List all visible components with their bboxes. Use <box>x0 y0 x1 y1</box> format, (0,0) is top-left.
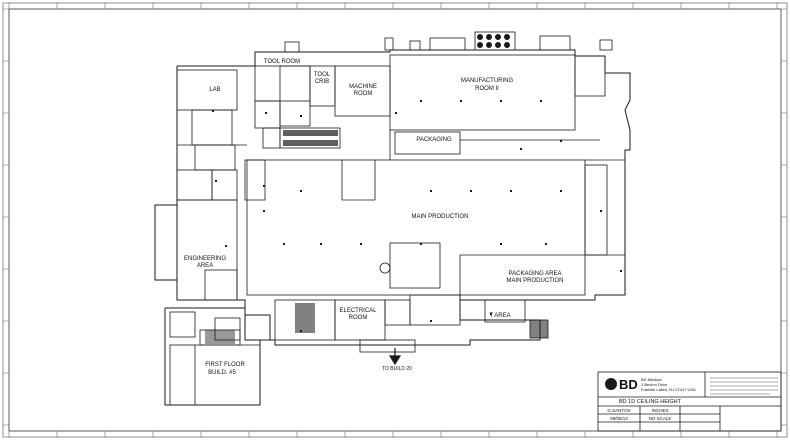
rooftop-equipment <box>284 31 613 53</box>
ceiling-marker <box>500 100 502 102</box>
ceiling-marker <box>225 245 227 247</box>
ceiling-marker <box>545 243 547 245</box>
ceiling-marker <box>430 320 432 322</box>
ceiling-marker <box>510 190 512 192</box>
fan-unit <box>477 42 483 48</box>
fan-unit <box>486 34 492 40</box>
label-machine-room-1: MACHINE <box>349 84 377 90</box>
scale: NO SCALE <box>649 416 672 421</box>
ceiling-marker <box>460 100 462 102</box>
ceiling-marker <box>430 190 432 192</box>
label-tool-crib-1: TOOL <box>314 72 331 78</box>
ceiling-marker <box>212 110 214 112</box>
ceiling-marker <box>215 180 217 182</box>
title-block <box>597 371 782 432</box>
equipment-dark <box>205 130 338 344</box>
label-first-floor-1: FIRST FLOOR <box>205 362 245 368</box>
ceiling-marker <box>395 112 397 114</box>
ceiling-marker <box>560 140 562 142</box>
interior-walls <box>169 54 625 406</box>
ceiling-marker <box>263 185 265 187</box>
label-manufacturing-1: MANUFACTURING <box>461 78 514 84</box>
ceiling-marker <box>283 243 285 245</box>
ceiling-marker <box>300 330 302 332</box>
ceiling-marker <box>263 210 265 212</box>
ceiling-marker <box>540 100 542 102</box>
label-packaging-area-2: MAIN PRODUCTION <box>507 278 564 284</box>
ceiling-marker <box>470 190 472 192</box>
label-lab: LAB <box>209 87 220 93</box>
label-engineering-2: AREA <box>197 263 213 269</box>
ceiling-marker <box>600 210 602 212</box>
label-to-build: TO BUILD 20 <box>382 366 412 372</box>
label-t-area: T AREA <box>489 313 510 319</box>
ceiling-marker <box>520 148 522 150</box>
ceiling-marker <box>420 100 422 102</box>
company-address-2: Franklin Lakes, NJ 07417 USA <box>641 387 696 392</box>
company-address-1: 1 Becton Drive <box>641 382 668 387</box>
label-first-floor-2: BUILD. #5 <box>208 370 236 376</box>
label-tool-room: TOOL ROOM <box>264 59 300 65</box>
rooftop-fan-units <box>477 34 510 48</box>
fan-unit <box>477 34 483 40</box>
company-name: BD Medical <box>641 377 662 382</box>
label-electrical-1: ELECTRICAL <box>339 308 377 314</box>
label-tool-crib-2: CRIB <box>315 79 329 85</box>
label-packaging: PACKAGING <box>416 137 452 143</box>
label-manufacturing-2: ROOM II <box>475 86 499 92</box>
units: INCHES <box>651 408 668 413</box>
bd-logo-text: BD <box>619 377 638 392</box>
door-swing <box>379 262 391 274</box>
ceiling-marker <box>500 243 502 245</box>
label-machine-room-2: ROOM <box>354 91 373 97</box>
label-engineering-1: ENGINEERING <box>184 256 226 262</box>
fan-unit <box>495 42 501 48</box>
ceiling-marker <box>300 115 302 117</box>
border-ticks <box>3 3 787 437</box>
label-packaging-area-1: PACKAGING AREA <box>509 271 562 277</box>
fan-unit <box>504 34 510 40</box>
fine-print <box>710 377 778 395</box>
fan-unit <box>495 34 501 40</box>
ceiling-marker <box>490 313 492 315</box>
ceiling-height-markers <box>212 100 622 332</box>
ceiling-marker <box>360 243 362 245</box>
drawing-title: BD 1D CEILING HEIGHT <box>619 399 682 405</box>
direction-arrow <box>388 348 402 366</box>
fan-unit <box>486 42 492 48</box>
drawn-by: G.SANTOS <box>607 408 630 413</box>
ceiling-marker <box>265 112 267 114</box>
ceiling-marker <box>420 243 422 245</box>
ceiling-marker <box>620 270 622 272</box>
title-block-text: BD Medical 1 Becton Drive Franklin Lakes… <box>641 377 696 392</box>
label-main-production: MAIN PRODUCTION <box>412 214 469 220</box>
label-electrical-2: ROOM <box>349 315 368 321</box>
room-labels: TOOL ROOM TOOL CRIB MACHINE ROOM LAB MAN… <box>184 59 564 376</box>
ceiling-marker <box>560 190 562 192</box>
inner-border <box>8 8 782 432</box>
ceiling-marker <box>300 190 302 192</box>
fan-unit <box>504 42 510 48</box>
bd-logo-mark <box>605 378 617 390</box>
date: 09/08/13 <box>610 416 628 421</box>
ceiling-marker <box>320 243 322 245</box>
